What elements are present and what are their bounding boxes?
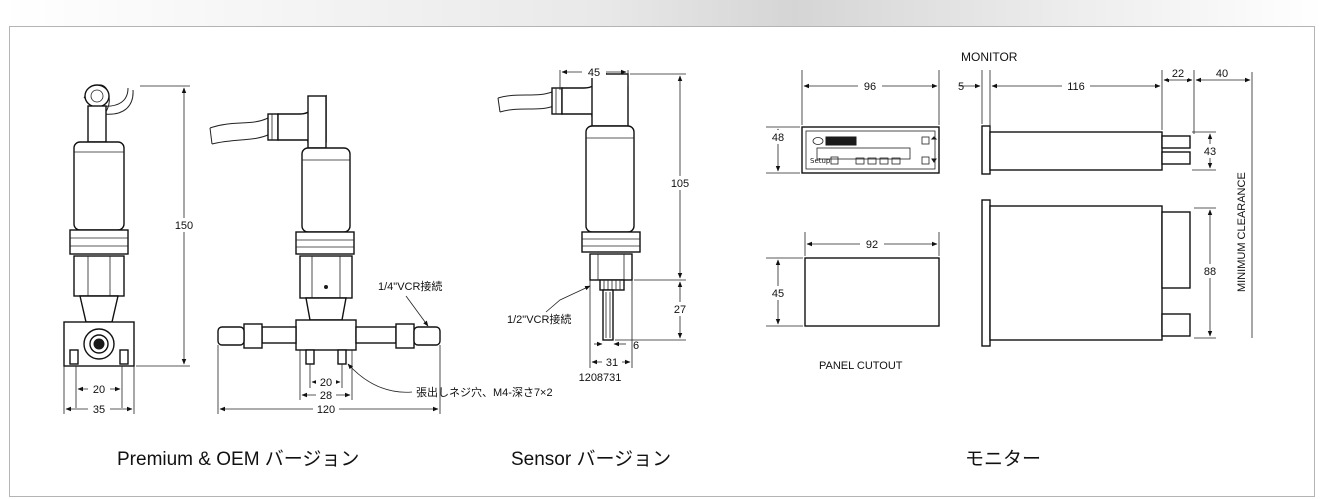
dim-label: 105: [671, 178, 689, 190]
dim-label: 40: [1216, 68, 1228, 80]
dim-monitor-front: 96 48: [768, 79, 938, 172]
setup-label: Setup: [810, 157, 831, 165]
monitor-side: [981, 70, 1216, 175]
dim-label: 22: [1172, 68, 1184, 80]
callout-text: 1/4"VCR接続: [378, 279, 442, 293]
header-banner: [0, 0, 1324, 26]
frame-border: [9, 26, 1315, 497]
dim-label: 27: [674, 304, 686, 316]
panel-cutout: 92 45 PANEL CUTOUT: [766, 232, 940, 372]
monitor-front: Setup: [766, 70, 940, 174]
dim-label: 35: [93, 404, 105, 416]
caption-sensor: Sensor バージョン: [511, 449, 671, 470]
dim-premium-height: 150: [136, 85, 196, 367]
oem-side-view: [209, 94, 441, 414]
caption-premium: Premium & OEM バージョン: [117, 449, 359, 470]
sensor-view: [497, 70, 686, 368]
minimum-clearance: MINIMUM CLEARANCE: [1236, 72, 1253, 338]
monitor-title: MONITOR: [961, 50, 1018, 64]
premium-front-view: [63, 84, 135, 414]
dim-label: 28: [320, 390, 332, 402]
callout-vcr-half: 1/2"VCR接続: [507, 285, 591, 326]
dim-label: 5: [958, 81, 964, 93]
dim-label: 92: [866, 239, 878, 251]
dim-label: 45: [588, 67, 600, 79]
callout-tap-hole: 張出しネジ穴、M4-深さ7×2: [347, 363, 553, 399]
clearance-label: MINIMUM CLEARANCE: [1236, 172, 1248, 292]
dim-monitor-side: 5 116 22 40 43: [958, 67, 1251, 169]
dim-sensor: 45 105 27 6 31 1208731: [561, 65, 692, 384]
dim-label: 96: [864, 81, 876, 93]
dim-label: 20: [93, 384, 105, 396]
dim-premium-base: 20 35: [65, 382, 133, 416]
dim-label: 150: [175, 220, 193, 232]
callout-text: 張出しネジ穴、M4-深さ7×2: [416, 385, 553, 399]
dim-label: 88: [1204, 266, 1216, 278]
dim-oem: 20 28 120: [219, 375, 439, 416]
part-number: 1208731: [579, 372, 622, 384]
dim-label: 45: [772, 288, 784, 300]
dim-label: 20: [320, 377, 332, 389]
callout-text: 1/2"VCR接続: [507, 312, 571, 326]
dim-label: 116: [1067, 81, 1085, 93]
monitor-body: 88: [981, 199, 1220, 347]
panel-cutout-label: PANEL CUTOUT: [819, 360, 903, 372]
dim-label: 48: [772, 132, 784, 144]
callout-vcr-quarter: 1/4"VCR接続: [378, 279, 442, 327]
dim-label: 6: [633, 340, 639, 352]
caption-monitor: モニター: [965, 448, 1041, 470]
dim-label: 43: [1204, 146, 1216, 158]
dim-label: 31: [606, 357, 618, 369]
dim-label: 120: [317, 404, 335, 416]
